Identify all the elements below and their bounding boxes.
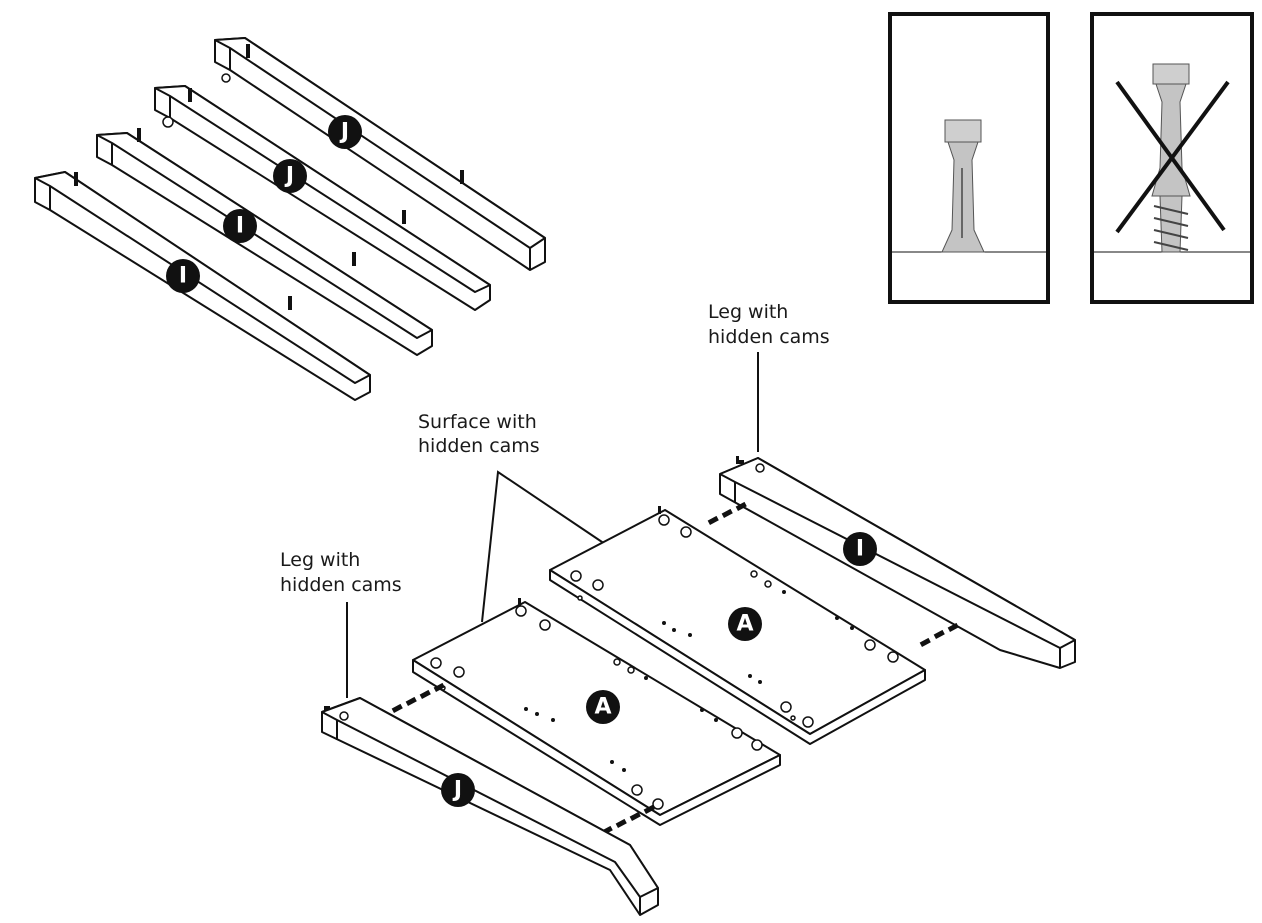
label-leg-left-line2: hidden cams xyxy=(280,574,402,596)
label-leg-left-line1: Leg with xyxy=(280,549,360,571)
rail-j-2 xyxy=(154,85,491,311)
cross-out-icon xyxy=(1115,80,1230,234)
dowel-group-front-bottom xyxy=(601,804,655,835)
label-leg-top-line1: Leg with xyxy=(708,301,788,323)
badge-rail-i-2: I xyxy=(166,259,200,293)
badge-panel-front-text: A xyxy=(594,695,611,720)
rail-j-1 xyxy=(214,37,546,271)
pin-front-panel xyxy=(518,598,521,606)
badge-leg-right: I xyxy=(843,532,877,566)
badge-rail-i-1: I xyxy=(223,209,257,243)
badge-rail-j-2: J xyxy=(273,159,307,193)
cam-bolt-correct-icon xyxy=(941,119,985,253)
dowel-group-back-bottom xyxy=(919,622,959,647)
inset-correct xyxy=(888,12,1050,304)
leg-left-j xyxy=(321,697,659,916)
label-surface: Surface with hidden cams xyxy=(418,411,540,457)
label-leg-top-line2: hidden cams xyxy=(708,326,830,348)
rail-i-1 xyxy=(96,128,433,356)
label-leg-left: Leg with hidden cams xyxy=(280,549,402,596)
dowel-group-back-top xyxy=(707,501,747,525)
rail-i-2 xyxy=(34,171,371,401)
leg-right-i xyxy=(719,457,1076,669)
badge-panel-back: A xyxy=(728,607,762,641)
pin-right-leg xyxy=(736,456,739,464)
badge-panel-back-text: A xyxy=(736,612,753,637)
badge-leg-right-text: I xyxy=(856,537,864,562)
pin-back-panel xyxy=(658,506,661,514)
badge-leg-left: J xyxy=(441,773,475,807)
label-surface-line2: hidden cams xyxy=(418,435,540,457)
badge-rail-i-1-text: I xyxy=(236,214,244,239)
label-leg-top: Leg with hidden cams xyxy=(708,301,830,348)
badge-leg-left-text: J xyxy=(452,778,462,803)
label-surface-line1: Surface with xyxy=(418,411,537,433)
badge-rail-j-2-text: J xyxy=(284,164,294,189)
dowel-group-front-top xyxy=(391,682,445,713)
badge-rail-i-2-text: I xyxy=(179,264,187,289)
badge-rail-j-1: J xyxy=(328,115,362,149)
leader-surface xyxy=(481,470,609,623)
badge-panel-front: A xyxy=(586,690,620,724)
inset-incorrect xyxy=(1090,12,1254,304)
badge-rail-j-1-text: J xyxy=(339,120,349,145)
